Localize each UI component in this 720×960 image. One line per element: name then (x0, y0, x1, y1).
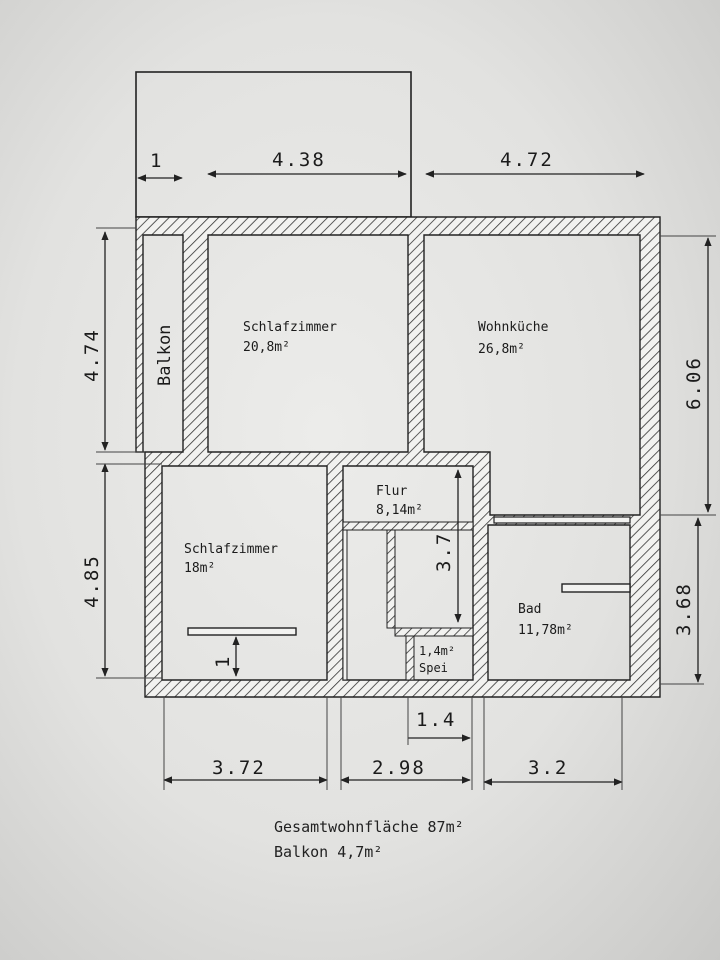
room-wohnkueche-area: 26,8m² (478, 342, 525, 357)
dim-right-upper: 6.06 (683, 356, 705, 410)
room-flur-name: Flur (376, 484, 407, 499)
dim-left-upper: 4.74 (81, 328, 103, 382)
balcony-area-text: Balkon 4,7m² (274, 843, 382, 861)
room-schlafzimmer1-area: 20,8m² (243, 340, 290, 355)
extension-lines (96, 227, 716, 790)
closet-left-wall (342, 529, 348, 681)
room-speisekammer-name: Spei (419, 661, 448, 675)
closet-wall (386, 529, 396, 629)
dim-top-right: 4.72 (500, 149, 554, 171)
room-schlafzimmer2-name: Schlafzimmer (184, 542, 278, 557)
dim-top-left: 4.38 (272, 149, 326, 171)
room-schlafzimmer1-name: Schlafzimmer (243, 320, 337, 335)
bath-top-stub (493, 516, 631, 524)
dimension-lines (101, 170, 712, 786)
room-bad-area: 11,78m² (518, 623, 573, 638)
dim-bottom-left: 3.72 (212, 757, 266, 779)
room-schlafzimmer2-area: 18m² (184, 561, 215, 576)
dim-bottom-middle: 2.98 (372, 757, 426, 779)
hall-inner-wall (342, 521, 474, 531)
room-flur-area: 8,14m² (376, 503, 423, 518)
pantry-side-wall (405, 635, 415, 681)
dim-pantry: 1.4 (416, 709, 456, 731)
room-balkon-label: Balkon (155, 325, 175, 386)
room-speisekammer-area: 1,4m² (419, 644, 455, 658)
dim-balcony-width: 1 (150, 150, 163, 172)
bath-wall-stub (561, 583, 631, 593)
total-area-text: Gesamtwohnfläche 87m² (274, 818, 464, 836)
dim-left-lower: 4.85 (81, 554, 103, 608)
dim-bedroom-inner: 1 (212, 655, 234, 668)
upper-outline (135, 71, 412, 218)
dim-right-lower: 3.68 (673, 582, 695, 636)
outer-walls (135, 216, 661, 698)
dim-hall-height: 3.7 (433, 532, 455, 572)
room-bad-name: Bad (518, 602, 541, 617)
dim-bottom-right: 3.2 (528, 757, 568, 779)
pantry-top-wall (394, 627, 474, 637)
walls (135, 216, 661, 698)
room-wohnkueche-name: Wohnküche (478, 320, 549, 335)
bedroom-wall-stub (187, 627, 297, 636)
